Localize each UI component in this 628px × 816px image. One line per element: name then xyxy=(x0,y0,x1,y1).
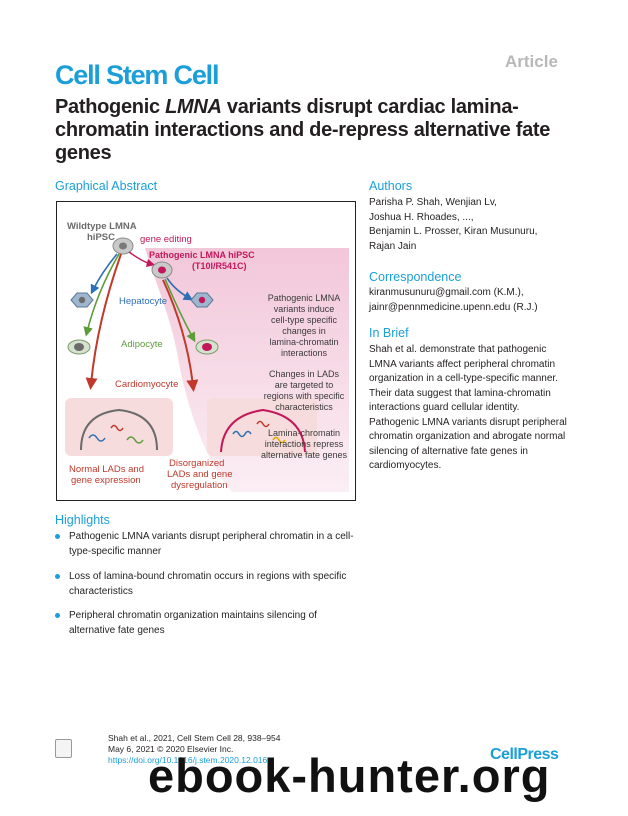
highlight-text: Loss of lamina-bound chromatin occurs in… xyxy=(69,571,347,597)
title-part-2: variants disrupt cardiac lamina-chromati… xyxy=(55,96,551,164)
in-brief-heading: In Brief xyxy=(369,326,409,340)
authors-line: Rajan Jain xyxy=(369,240,417,252)
watermark-text: ebook-hunter.org xyxy=(148,749,551,802)
note-1-line-6: interactions xyxy=(281,348,328,358)
pathogenic-nucleus xyxy=(158,266,166,274)
wt-arrow-hepatocyte xyxy=(90,253,118,295)
note-2-line-3: regions with specific xyxy=(264,391,345,401)
bullet-icon xyxy=(55,574,60,579)
highlight-text: Peripheral chromatin organization mainta… xyxy=(69,610,317,636)
label-wildtype-sub: hiPSC xyxy=(87,232,115,243)
wt-hepatocyte-nucleus xyxy=(78,296,86,304)
authors-line: Parisha P. Shah, Wenjian Lv, xyxy=(369,197,497,208)
label-normal-2: gene expression xyxy=(71,475,141,486)
graphical-abstract: Wildtype LMNA hiPSC gene editing Pathoge… xyxy=(56,201,356,501)
note-3-line-2: interactions repress xyxy=(265,439,344,449)
mut-arrow-hepatocyte xyxy=(166,277,194,301)
note-1-line-1: Pathogenic LMNA xyxy=(268,293,341,303)
citation-block: Shah et al., 2021, Cell Stem Cell 28, 93… xyxy=(108,733,280,766)
publisher-logo: CellPress xyxy=(490,746,559,763)
note-1-line-4: changes in xyxy=(282,326,326,336)
wt-chromatin-green xyxy=(126,436,144,444)
highlight-item: Loss of lamina-bound chromatin occurs in… xyxy=(55,570,365,599)
in-brief-text: Shah et al. demonstrate that pathogenic … xyxy=(369,344,567,471)
wt-adipocyte-nucleus xyxy=(74,343,84,351)
wt-arrow-cardiomyocyte xyxy=(85,253,122,390)
authors-heading: Authors xyxy=(369,179,413,193)
note-2-line-4: characteristics xyxy=(275,402,333,412)
highlight-item: Peripheral chromatin organization mainta… xyxy=(55,609,365,638)
email-link[interactable]: kiranmusunuru@gmail.com (K.M.), xyxy=(369,287,524,298)
wt-chromatin-blue xyxy=(88,434,106,442)
title-gene: LMNA xyxy=(165,96,222,118)
bullet-icon xyxy=(55,613,60,618)
graphical-abstract-figure: Wildtype LMNA hiPSC gene editing Pathoge… xyxy=(65,221,349,492)
mut-arrow-cardiomyocyte xyxy=(162,279,199,392)
mut-arrow-adipocyte xyxy=(164,278,196,343)
mut-nuclear-lamina xyxy=(220,408,306,453)
authors-line: Benjamin L. Prosser, Kiran Musunuru, xyxy=(369,226,538,237)
authors-line: Joshua H. Rhoades, ..., xyxy=(369,211,474,223)
mut-chromatin-red xyxy=(256,420,270,428)
authors-list: Parisha P. Shah, Wenjian Lv, Joshua H. R… xyxy=(369,196,609,254)
mut-chromatin-blue xyxy=(232,430,252,438)
mut-adipocyte-nucleus xyxy=(202,343,212,351)
highlight-text: Pathogenic LMNA variants disrupt periphe… xyxy=(69,531,354,557)
bullet-icon xyxy=(55,534,60,539)
label-disorg-1: Disorganized xyxy=(169,458,224,469)
note-3-line-1: Lamina-chromatin xyxy=(268,428,340,438)
wt-arrow-adipocyte xyxy=(83,253,120,337)
label-normal-1: Normal LADs and xyxy=(69,464,144,475)
highlights-heading: Highlights xyxy=(55,513,110,527)
doi-link[interactable]: https://doi.org/10.1016/j.stem.2020.12.0… xyxy=(108,755,268,765)
wt-cardiomyocyte-panel xyxy=(65,398,173,456)
note-1-line-2: variants induce xyxy=(274,304,335,314)
label-wildtype: Wildtype LMNA xyxy=(67,221,137,232)
note-1-line-5: lamina-chromatin xyxy=(269,337,338,347)
mut-hepatocyte-nucleus xyxy=(198,296,206,304)
journal-name: Cell Stem Cell xyxy=(55,60,219,90)
correspondence-list: kiranmusunuru@gmail.com (K.M.), jainr@pe… xyxy=(369,286,609,315)
note-2-line-2: are targeted to xyxy=(275,380,334,390)
graphical-abstract-heading: Graphical Abstract xyxy=(55,179,158,193)
publication-date: May 6, 2021 © 2020 Elsevier Inc. xyxy=(108,744,234,754)
correspondence-heading: Correspondence xyxy=(369,270,462,284)
label-gene-editing: gene editing xyxy=(140,234,192,245)
mut-chromatin-yellow xyxy=(272,436,286,444)
check-for-updates-icon[interactable] xyxy=(55,739,72,758)
wt-nuclear-lamina xyxy=(80,408,158,451)
label-cardiomyocyte: Cardiomyocyte xyxy=(115,379,178,390)
label-adipocyte: Adipocyte xyxy=(121,339,163,350)
highlight-item: Pathogenic LMNA variants disrupt periphe… xyxy=(55,530,365,559)
title-part-1: Pathogenic xyxy=(55,96,166,118)
email-link[interactable]: jainr@pennmedicine.upenn.edu (R.J.) xyxy=(369,301,538,313)
wt-chromatin-red xyxy=(110,424,124,432)
label-hepatocyte: Hepatocyte xyxy=(119,296,167,307)
mut-cardiomyocyte-panel xyxy=(207,398,317,456)
label-disorg-2: LADs and gene xyxy=(167,469,233,480)
article-title: Pathogenic LMNA variants disrupt cardiac… xyxy=(55,96,575,165)
note-1-line-3: cell-type specific xyxy=(271,315,338,325)
citation-text: Shah et al., 2021, Cell Stem Cell 28, 93… xyxy=(108,733,281,743)
note-2-line-1: Changes in LADs xyxy=(269,369,340,379)
label-disorg-3: dysregulation xyxy=(171,480,228,491)
wildtype-nucleus xyxy=(119,242,127,250)
editing-arrow xyxy=(128,251,156,268)
label-pathogenic: Pathogenic LMNA hiPSC xyxy=(149,250,255,260)
label-pathogenic-sub: (T10I/R541C) xyxy=(192,261,247,271)
article-type: Article xyxy=(505,52,558,71)
note-3-line-3: alternative fate genes xyxy=(261,450,348,460)
